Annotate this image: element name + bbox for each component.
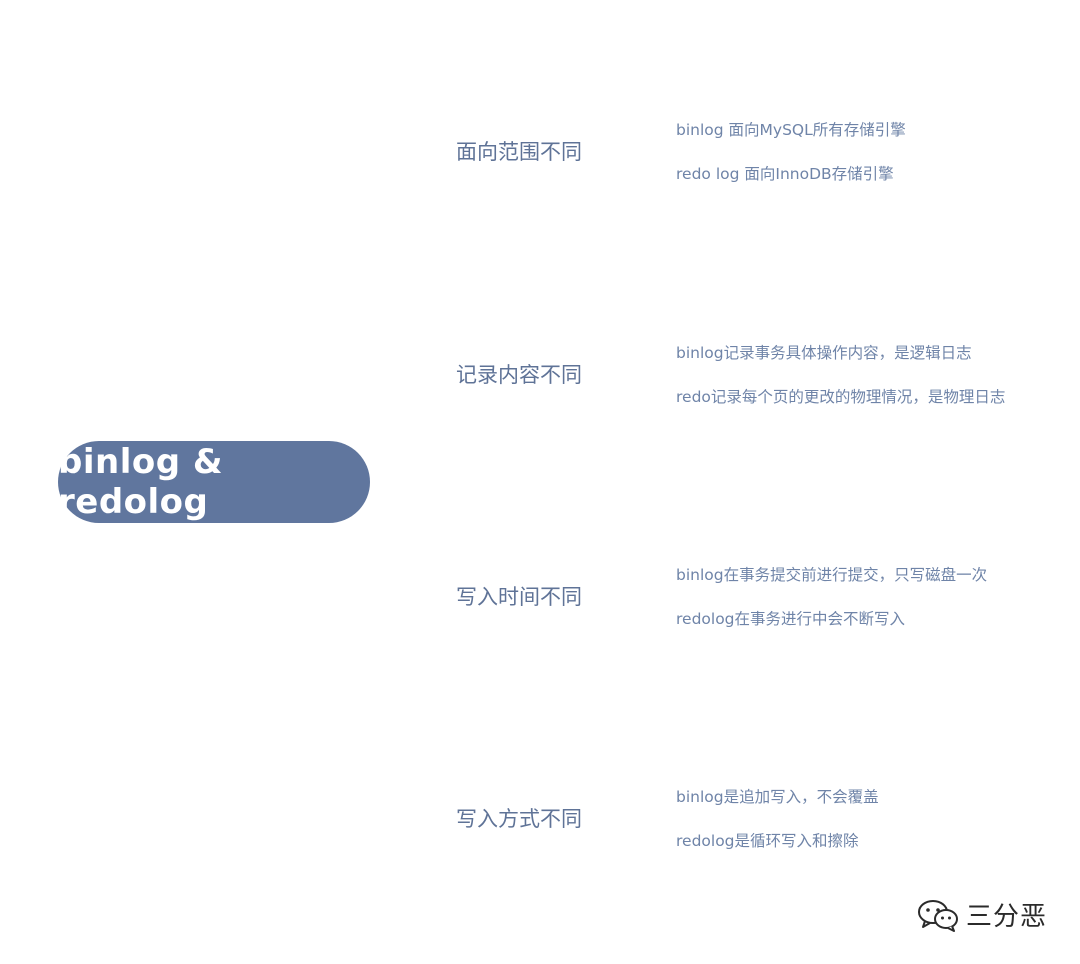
- root-label: binlog & redolog: [58, 442, 224, 522]
- branch-label: 面向范围不同: [456, 140, 582, 164]
- leaf-item: redo log 面向InnoDB存储引擎: [676, 165, 894, 183]
- leaf-item: redolog是循环写入和擦除: [676, 832, 859, 850]
- branch-label: 记录内容不同: [456, 363, 582, 387]
- leaf-item: binlog记录事务具体操作内容，是逻辑日志: [676, 344, 972, 362]
- watermark-text: 三分恶: [966, 902, 1048, 932]
- leaf-item: binlog 面向MySQL所有存储引擎: [676, 121, 906, 139]
- branch-label: 写入时间不同: [456, 585, 582, 609]
- leaf-item: redolog在事务进行中会不断写入: [676, 610, 906, 628]
- leaf-item: redo记录每个页的更改的物理情况，是物理日志: [676, 388, 1006, 406]
- leaf-item: binlog在事务提交前进行提交，只写磁盘一次: [676, 566, 988, 584]
- wechat-icon: [918, 899, 958, 932]
- watermark: 三分恶: [916, 896, 1047, 933]
- branch-label: 写入方式不同: [456, 807, 582, 831]
- leaf-item: binlog是追加写入，不会覆盖: [676, 788, 879, 806]
- root-node: binlog & redolog: [58, 441, 370, 523]
